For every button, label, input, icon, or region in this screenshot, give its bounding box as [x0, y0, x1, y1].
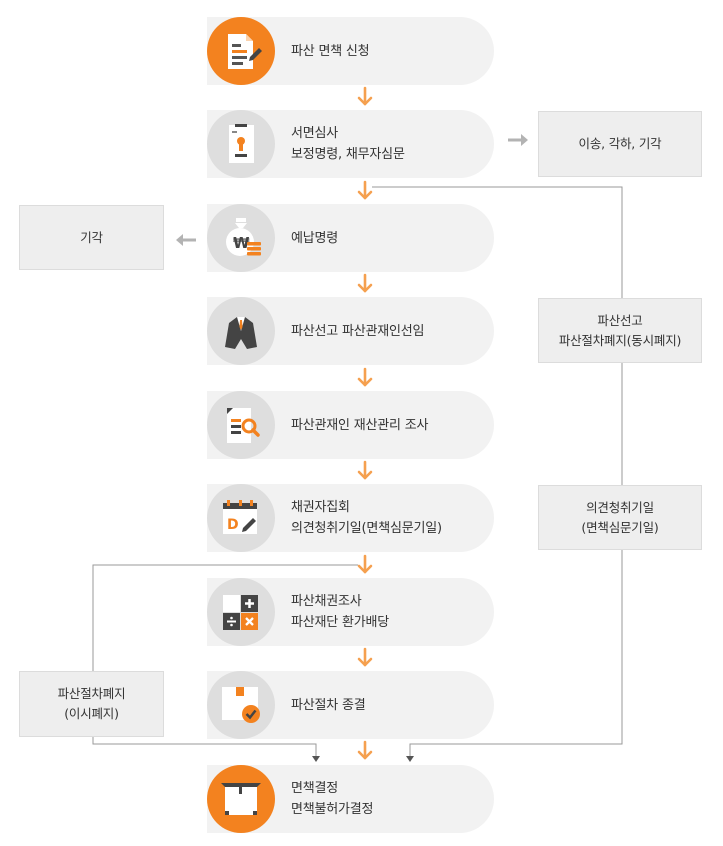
calendar-edit-icon: D [223, 500, 257, 534]
step-icon-circle: D [207, 484, 275, 552]
side-box-line: 파산선고 [597, 312, 643, 328]
right-branch-arrowhead [406, 756, 414, 762]
step-icon-circle [207, 391, 275, 459]
step-line: 서면심사 [291, 126, 339, 141]
document-seal-icon [229, 124, 254, 163]
step-claims-investigation: 파산채권조사 파산재단 환가배당 [207, 578, 494, 646]
down-arrow-7 [357, 647, 373, 667]
step-line: 파산절차 종결 [291, 697, 366, 713]
side-box-line: 파산절차폐지(동시폐지) [558, 332, 682, 348]
side-box-subsequent-abolition: 파산절차폐지 (이시폐지) [19, 671, 164, 737]
down-arrow-1 [357, 86, 373, 106]
document-edit-icon [228, 34, 262, 69]
down-arrow-5 [357, 460, 373, 480]
suit-icon [225, 317, 257, 349]
right-gray-arrow [508, 134, 528, 146]
svg-text:₩: ₩ [233, 234, 250, 252]
left-gray-arrow [176, 234, 196, 246]
side-box-line: 기각 [80, 229, 103, 245]
briefcase-icon [221, 783, 261, 815]
step-line: 의견청취기일(면책심문기일) [291, 521, 442, 536]
step-icon-circle [207, 671, 275, 739]
step-icon-circle: ₩ [207, 204, 275, 272]
step-trustee-investigation: 파산관재인 재산관리 조사 [207, 391, 494, 459]
side-box-line: (이시폐지) [64, 706, 119, 721]
step-label: 면책결정 면책불허가결정 [291, 765, 480, 833]
side-box-simultaneous-abolition: 파산선고 파산절차폐지(동시폐지) [538, 298, 702, 363]
down-arrow-8 [357, 740, 373, 760]
down-arrow-2 [357, 180, 373, 200]
left-branch-arrowhead [312, 756, 320, 762]
step-line: 파산채권조사 [291, 594, 362, 609]
step-discharge-decision: 면책결정 면책불허가결정 [207, 765, 494, 833]
step-line: 파산관재인 재산관리 조사 [291, 417, 429, 433]
step-label: 예납명령 [291, 204, 480, 272]
step-written-review: 서면심사 보정명령, 채무자심문 [207, 110, 494, 178]
step-label: 파산절차 종결 [291, 671, 480, 739]
step-line: 예납명령 [291, 230, 339, 246]
money-bag-won-icon: ₩ [226, 218, 261, 256]
side-box-line: 이송, 각하, 기각 [578, 136, 662, 151]
side-box-dismissal: 기각 [19, 205, 164, 270]
step-label: 파산 면책 신청 [291, 17, 480, 85]
step-line: 면책결정 [291, 781, 339, 796]
step-label: 서면심사 보정명령, 채무자심문 [291, 110, 480, 178]
step-bankruptcy-termination: 파산절차 종결 [207, 671, 494, 739]
step-line: 파산재단 환가배당 [291, 615, 390, 630]
down-arrow-6 [357, 554, 373, 574]
left-branch-line [92, 564, 358, 756]
right-branch-line [372, 186, 623, 756]
svg-text:D: D [227, 517, 239, 533]
step-line: 면책불허가결정 [291, 802, 374, 817]
side-box-hearing-date: 의견청취기일 (면책심문기일) [538, 485, 702, 550]
step-icon-circle [207, 17, 275, 85]
calculator-icon [223, 595, 258, 630]
step-label: 파산선고 파산관재인선임 [291, 297, 480, 365]
side-box-line: 의견청취기일 [586, 499, 654, 515]
step-icon-circle [207, 578, 275, 646]
step-icon-circle [207, 297, 275, 365]
side-box-transfer-dismissal: 이송, 각하, 기각 [538, 111, 702, 177]
step-line: 파산선고 파산관재인선임 [291, 323, 425, 339]
step-icon-circle [207, 765, 275, 833]
box-check-icon [222, 687, 260, 723]
step-line: 파산 면책 신청 [291, 43, 370, 59]
down-arrow-4 [357, 367, 373, 387]
step-bankruptcy-application: 파산 면책 신청 [207, 17, 494, 85]
step-label: 파산채권조사 파산재단 환가배당 [291, 578, 480, 646]
side-box-line: (면책심문기일) [581, 519, 659, 535]
step-bankruptcy-declaration: 파산선고 파산관재인선임 [207, 297, 494, 365]
step-creditors-meeting: D 채권자집회 의견청취기일(면책심문기일) [207, 484, 494, 552]
step-label: 채권자집회 의견청취기일(면책심문기일) [291, 484, 480, 552]
step-prepayment-order: ₩ 예납명령 [207, 204, 494, 272]
step-line: 보정명령, 채무자심문 [291, 147, 405, 162]
down-arrow-3 [357, 273, 373, 293]
step-label: 파산관재인 재산관리 조사 [291, 391, 480, 459]
step-icon-circle [207, 110, 275, 178]
step-line: 채권자집회 [291, 500, 350, 515]
side-box-line: 파산절차폐지 [57, 686, 126, 701]
document-search-icon [227, 408, 260, 443]
